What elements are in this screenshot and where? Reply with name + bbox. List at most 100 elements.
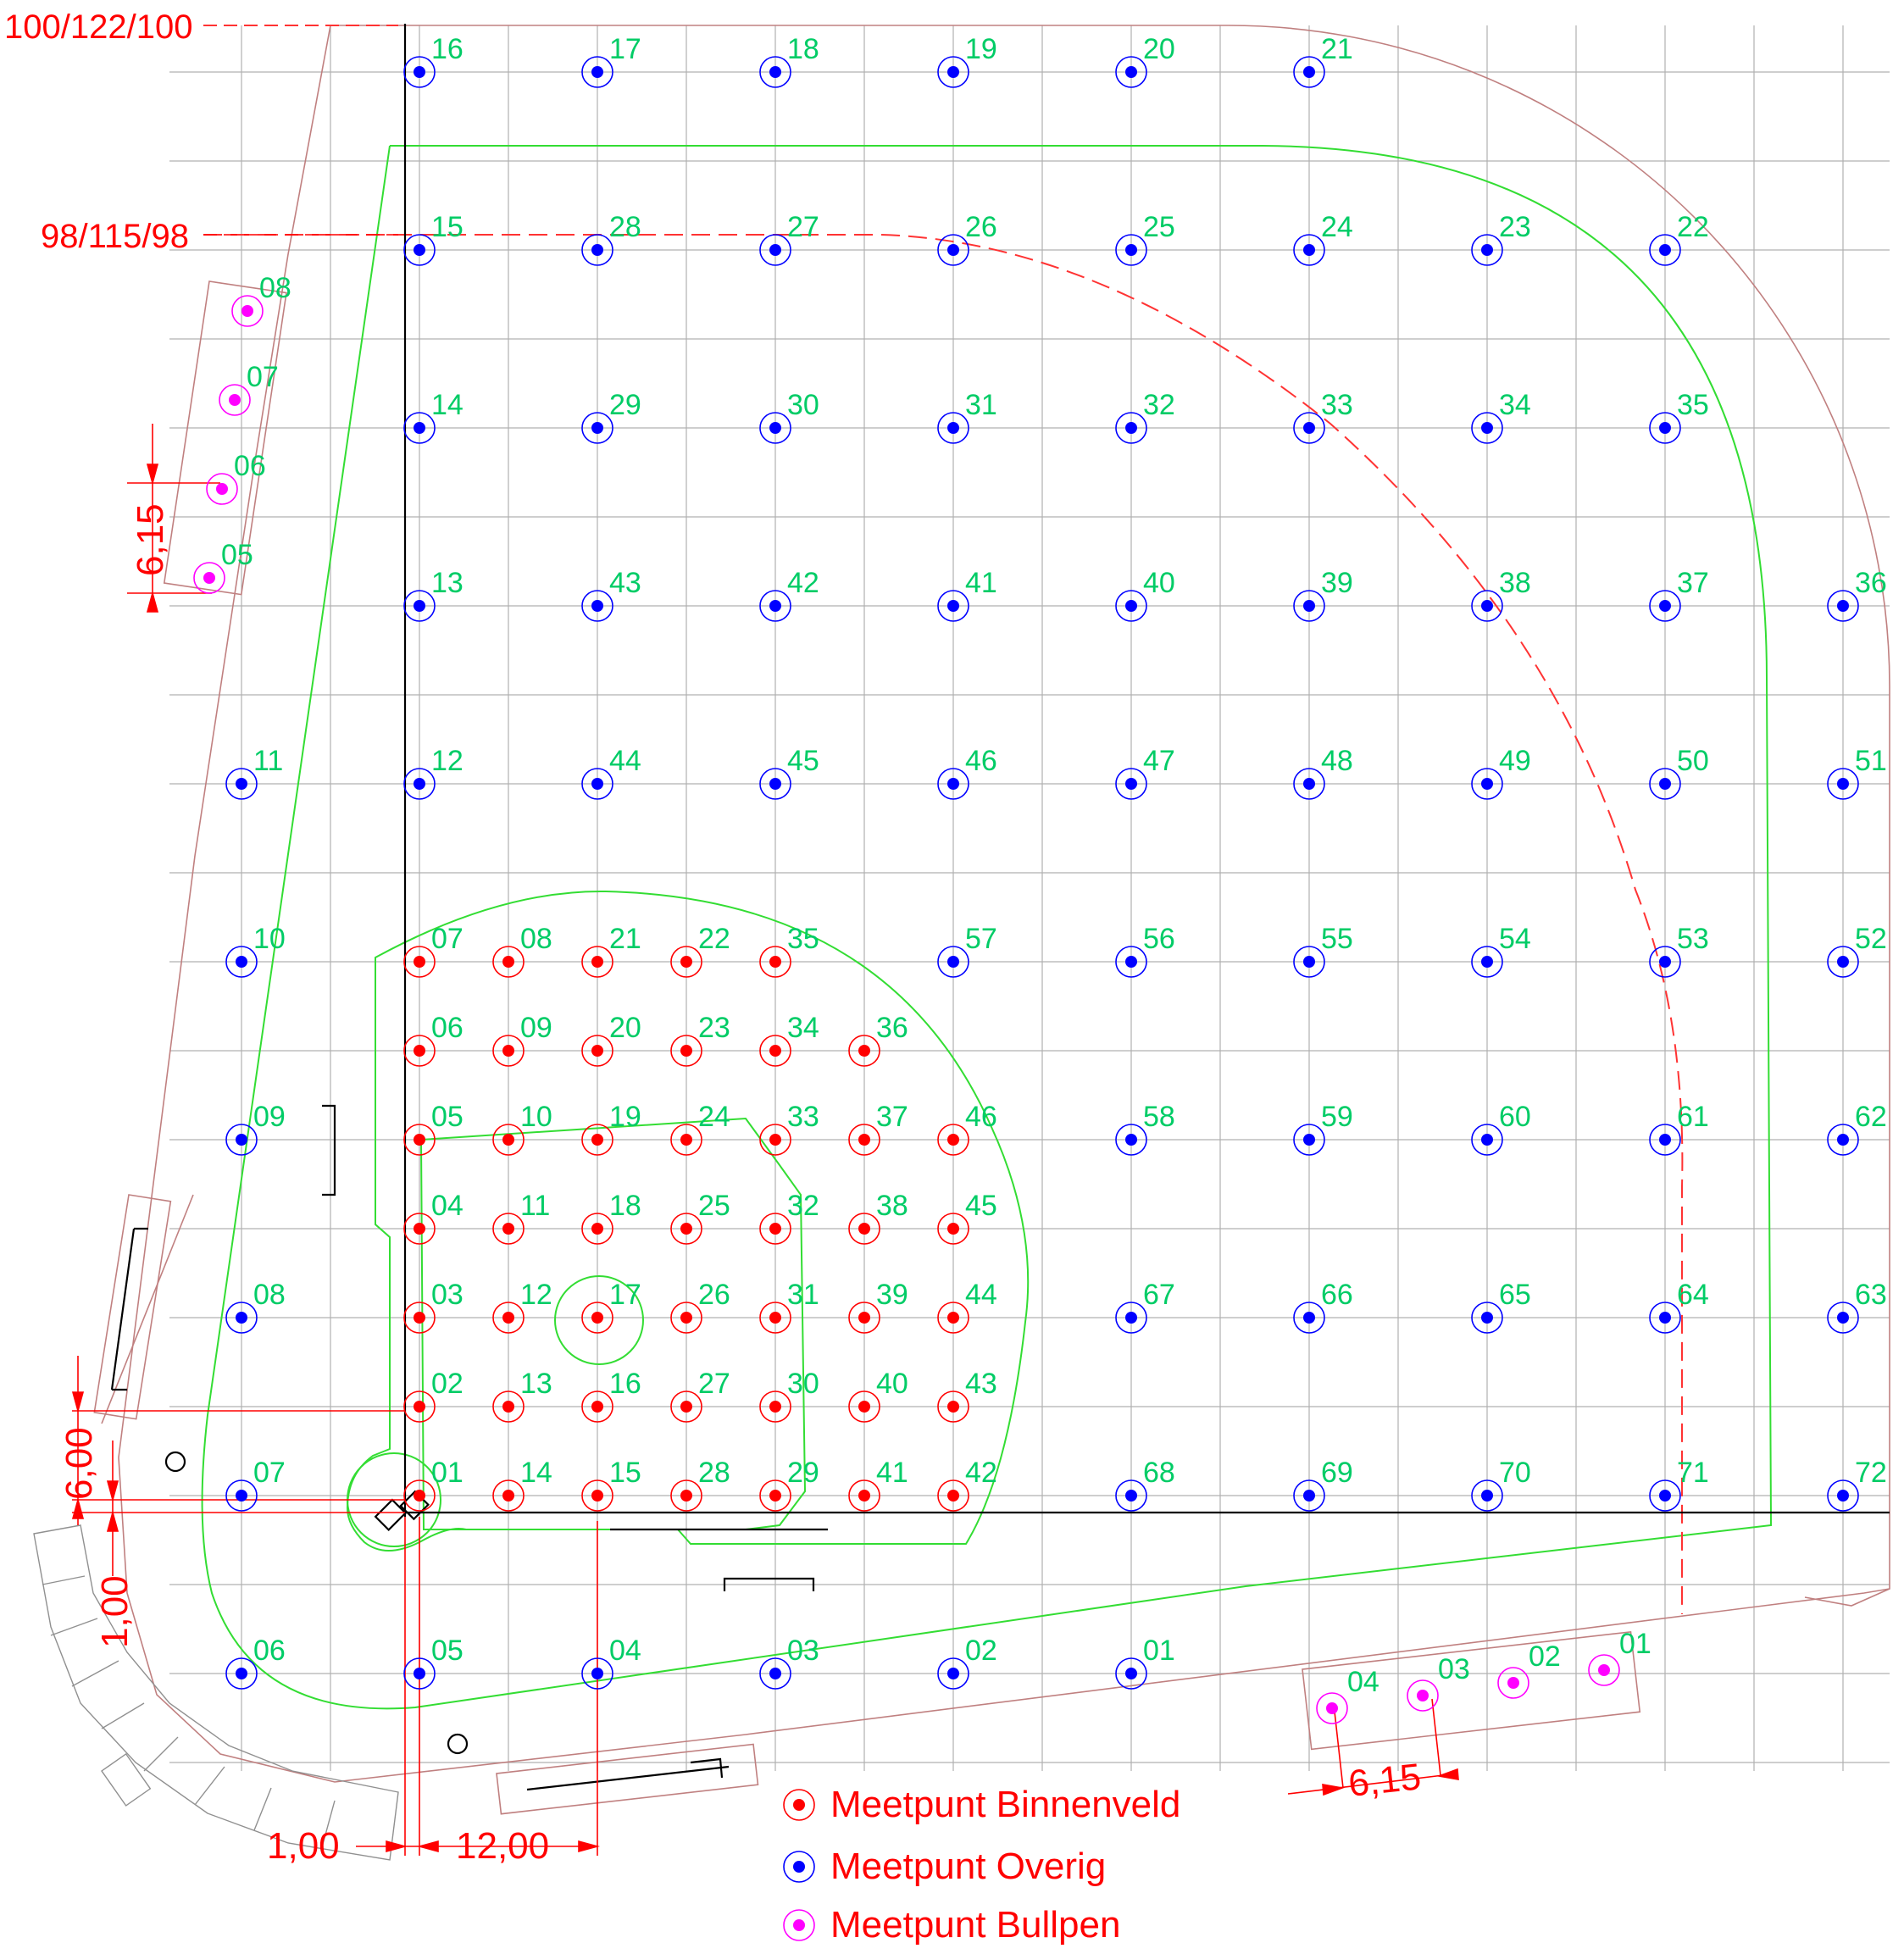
measurement-point-infield-ring xyxy=(670,946,702,978)
measurement-point-infield-label: 20 xyxy=(609,1012,641,1044)
bullpen-right-dimension-label: 6,15 xyxy=(1346,1756,1423,1805)
measurement-point-other: 15 xyxy=(403,211,464,266)
measurement-point-other: 12 xyxy=(403,745,464,800)
measurement-point-infield-label: 15 xyxy=(609,1457,641,1489)
measurement-point-bullpen: 02 xyxy=(1497,1640,1561,1699)
measurement-point-other-label: 30 xyxy=(787,389,819,421)
measurement-point-other: 41 xyxy=(937,567,997,622)
measurement-point-other-dot xyxy=(947,778,959,790)
measurement-point-other-dot xyxy=(769,600,781,612)
measurement-point-other-label: 67 xyxy=(1143,1279,1175,1311)
measurement-point-other-dot xyxy=(591,778,603,790)
measurement-point-infield: 41 xyxy=(848,1457,908,1512)
measurement-point-other: 42 xyxy=(759,567,819,622)
measurement-point-other: 63 xyxy=(1827,1279,1887,1334)
measurement-point-bullpen-label: 06 xyxy=(234,450,266,482)
measurement-point-other-dot xyxy=(236,1312,247,1324)
measurement-point-infield-dot xyxy=(858,1223,870,1235)
measurement-point-infield-ring xyxy=(403,946,436,978)
bullpen-right-dim-line xyxy=(1287,1773,1458,1795)
measurement-point-other: 09 xyxy=(225,1101,286,1156)
bullpen-right-dim-ext2 xyxy=(1431,1698,1441,1776)
arrow-home-100-1 xyxy=(106,1480,119,1503)
measurement-point-other-dot xyxy=(947,600,959,612)
measurement-point-other-dot xyxy=(1125,1668,1137,1679)
measurement-point-infield-label: 30 xyxy=(787,1368,819,1400)
measurement-point-other: 20 xyxy=(1115,33,1175,88)
measurement-point-other-dot xyxy=(591,600,603,612)
measurement-point-other-label: 03 xyxy=(787,1635,819,1667)
measurement-point-infield: 06 xyxy=(403,1012,464,1067)
measurement-point-other-dot xyxy=(1125,1312,1137,1324)
measurement-point-infield-label: 28 xyxy=(698,1457,730,1489)
measurement-point-other-ring xyxy=(937,56,969,88)
measurement-point-other-ring xyxy=(403,56,436,88)
measurement-point-infield-ring xyxy=(759,1035,791,1067)
measurement-point-other-ring xyxy=(581,56,613,88)
measurement-point-other-ring xyxy=(581,234,613,266)
measurement-point-other-ring xyxy=(225,1657,258,1690)
measurement-point-bullpen-dot xyxy=(216,483,228,495)
measurement-point-infield-ring xyxy=(670,1213,702,1245)
measurement-point-other-dot xyxy=(1659,422,1671,434)
measurement-point-infield-dot xyxy=(769,1134,781,1146)
measurement-point-other: 50 xyxy=(1649,745,1709,800)
measurement-point-other-dot xyxy=(236,1668,247,1679)
measurement-point-bullpen-dot xyxy=(203,572,215,584)
measurement-point-other-dot xyxy=(414,1668,425,1679)
measurement-point-other: 21 xyxy=(1293,33,1353,88)
measurement-point-infield: 27 xyxy=(670,1368,730,1423)
measurement-point-infield-dot xyxy=(414,1134,425,1146)
dugout-left-bench xyxy=(110,1227,148,1391)
measurement-point-other-ring xyxy=(1115,234,1147,266)
measurement-point-other: 10 xyxy=(225,923,286,978)
measurement-point-infield: 35 xyxy=(759,923,819,978)
legend-infield-ring xyxy=(783,1789,815,1821)
measurement-point-infield-dot xyxy=(680,1401,692,1413)
measurement-point-other: 19 xyxy=(937,33,997,88)
measurement-point-other-label: 58 xyxy=(1143,1101,1175,1133)
measurement-point-bullpen-ring xyxy=(231,295,264,327)
measurement-point-other: 05 xyxy=(403,1635,464,1690)
measurement-point-other-label: 54 xyxy=(1499,923,1531,955)
measurement-point-other-dot xyxy=(1303,66,1315,78)
measurement-point-other-ring xyxy=(1827,1302,1859,1334)
measurement-point-infield-label: 02 xyxy=(431,1368,464,1400)
measurement-point-infield: 30 xyxy=(759,1368,819,1423)
measurement-point-other: 72 xyxy=(1827,1457,1887,1512)
measurement-point-other-label: 49 xyxy=(1499,745,1531,777)
measurement-point-infield-ring xyxy=(937,1479,969,1512)
measurement-point-other-ring xyxy=(1649,768,1681,800)
measurement-point-infield-label: 44 xyxy=(965,1279,997,1311)
measurement-point-other-dot xyxy=(1659,1134,1671,1146)
measurement-point-other-dot xyxy=(947,244,959,256)
measurement-point-infield: 28 xyxy=(670,1457,730,1512)
measurement-point-infield-ring xyxy=(848,1124,880,1156)
measurement-point-other-dot xyxy=(1659,1312,1671,1324)
measurement-point-infield-dot xyxy=(680,1045,692,1057)
field-boundary xyxy=(93,25,1890,1815)
measurement-point-other-ring xyxy=(403,768,436,800)
measurement-point-other: 52 xyxy=(1827,923,1887,978)
measurement-point-infield-label: 37 xyxy=(876,1101,908,1133)
measurement-point-other: 14 xyxy=(403,389,464,444)
legend-infield-label: Meetpunt Binnenveld xyxy=(830,1784,1180,1825)
measurement-point-other: 16 xyxy=(403,33,464,88)
measurement-point-other-dot xyxy=(1481,600,1493,612)
measurement-point-other-dot xyxy=(1125,422,1137,434)
measurement-point-other: 27 xyxy=(759,211,819,266)
measurement-point-other-ring xyxy=(581,590,613,622)
measurement-point-infield-ring xyxy=(581,1302,613,1334)
measurement-point-infield-label: 39 xyxy=(876,1279,908,1311)
measurement-point-bullpen-ring xyxy=(1316,1692,1348,1724)
measurement-point-other-label: 51 xyxy=(1855,745,1887,777)
measurement-point-other-ring xyxy=(225,1302,258,1334)
measurement-point-other-label: 68 xyxy=(1143,1457,1175,1489)
outfield-fence-line xyxy=(203,25,1684,1614)
measurement-point-infield: 40 xyxy=(848,1368,908,1423)
measurement-point-other: 68 xyxy=(1115,1457,1175,1512)
measurement-point-other-label: 06 xyxy=(253,1635,286,1667)
measurement-point-infield-dot xyxy=(680,1490,692,1502)
measurement-point-infield: 37 xyxy=(848,1101,908,1156)
measurement-point-bullpen-label: 01 xyxy=(1619,1628,1651,1660)
